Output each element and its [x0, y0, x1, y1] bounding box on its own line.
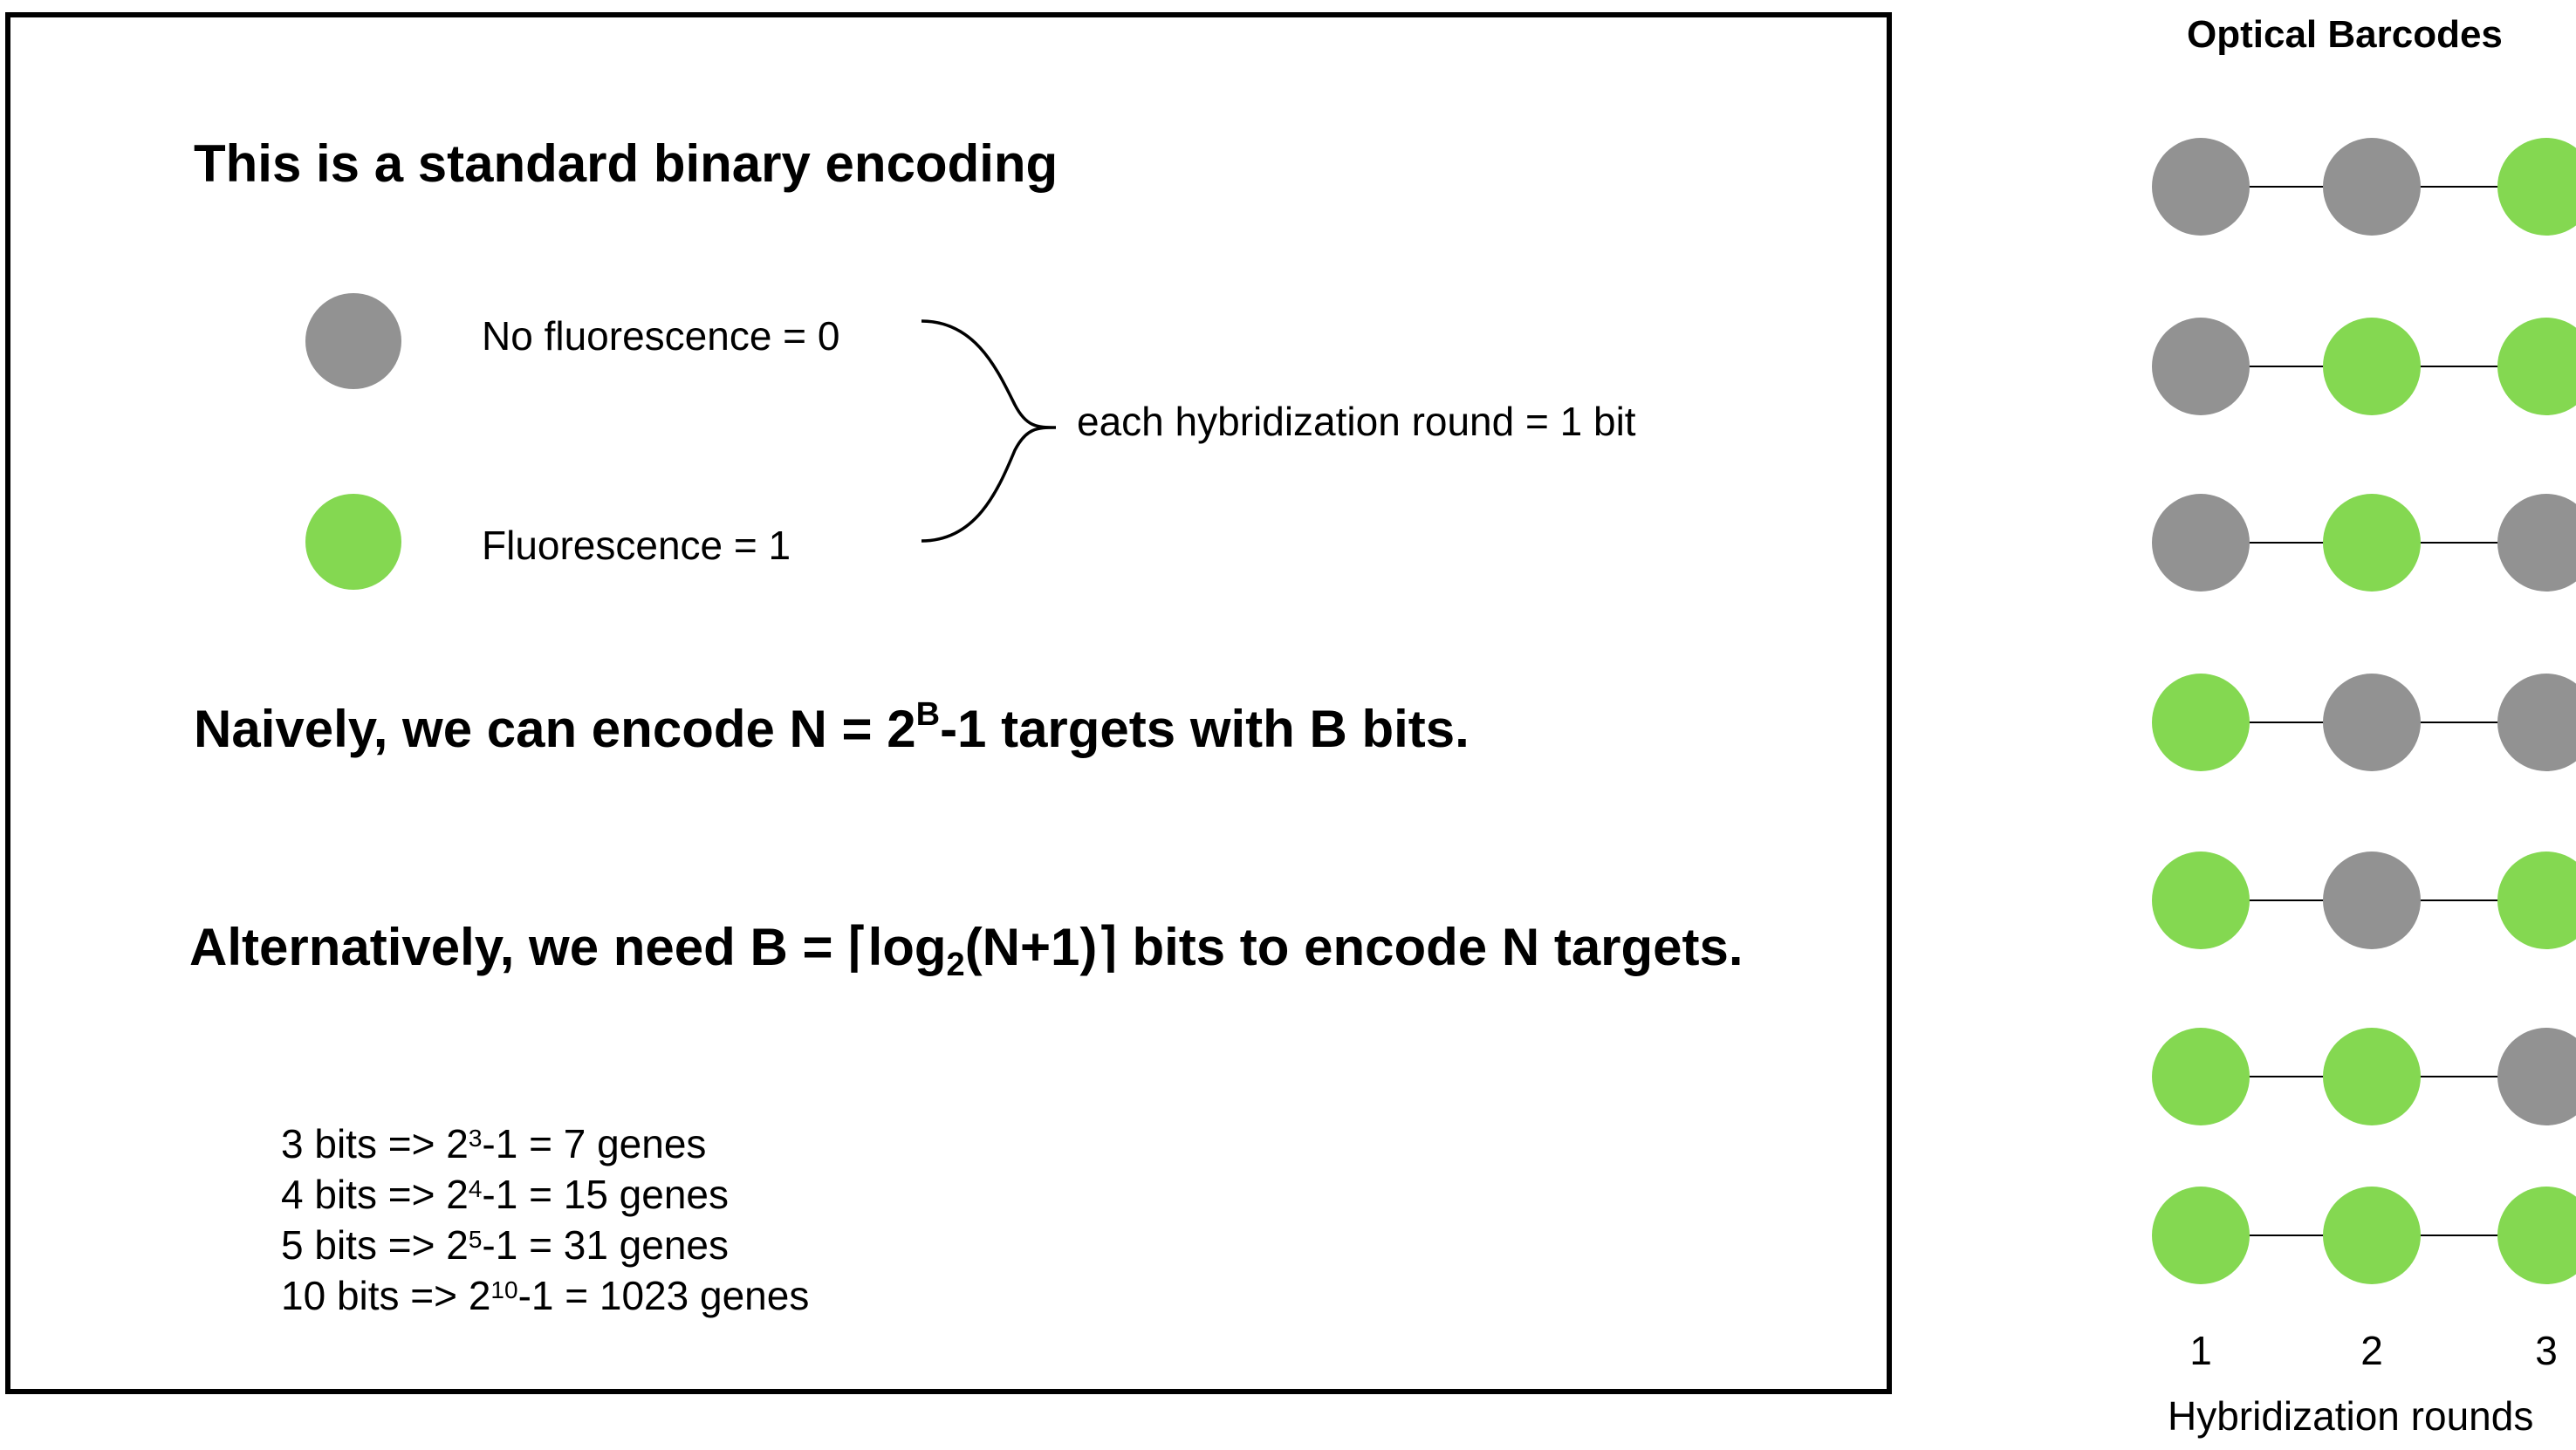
no-fluorescence-dot: [2323, 674, 2421, 771]
no-fluorescence-dot: [2497, 1028, 2576, 1125]
round-number: 1: [2189, 1328, 2212, 1373]
fluorescence-dot: [2497, 138, 2576, 236]
naive-exponent: B: [915, 696, 941, 733]
fluorescence-dot: [2323, 1028, 2421, 1125]
example-lead: 3 bits => 2: [281, 1121, 469, 1166]
example-exponent: 3: [468, 1125, 483, 1152]
alternative-statement: Alternatively, we need B = ⌈log2(N+1)⌉ b…: [189, 918, 1744, 982]
fluorescence-dot: [2152, 1187, 2250, 1284]
barcode-row: [2152, 1187, 2576, 1284]
example-rest: -1 = 31 genes: [482, 1222, 730, 1268]
alternative-suffix: (N+1)⌉ bits to encode N targets.: [964, 918, 1744, 976]
no-fluorescence-dot: [2152, 138, 2250, 236]
example-line: 3 bits => 23-1 = 7 genes: [281, 1118, 809, 1169]
fluorescence-dot: [2497, 852, 2576, 949]
example-rest: -1 = 15 genes: [482, 1172, 730, 1217]
barcodes-title: Optical Barcodes: [2187, 13, 2503, 56]
barcode-row: [2152, 674, 2576, 771]
examples-list: 3 bits => 23-1 = 7 genes 4 bits => 24-1 …: [281, 1118, 809, 1321]
fluorescence-dot: [2323, 494, 2421, 592]
panel-title: This is a standard binary encoding: [194, 134, 1058, 193]
example-lead: 5 bits => 2: [281, 1222, 469, 1268]
example-exponent: 5: [468, 1226, 483, 1253]
round-numbers: 1 2 3: [2189, 1328, 2558, 1373]
fluorescence-dot: [305, 494, 401, 590]
fluorescence-dot: [2497, 318, 2576, 415]
fluorescence-dot: [2152, 852, 2250, 949]
no-fluorescence-label: No fluorescence = 0: [482, 313, 840, 359]
barcode-rows: [2152, 138, 2576, 1284]
alternative-subscript: 2: [946, 947, 965, 983]
fluorescence-dot: [2323, 1187, 2421, 1284]
fluorescence-dot: [2323, 318, 2421, 415]
curly-brace: [921, 319, 1057, 543]
fluorescence-label: Fluorescence = 1: [482, 523, 791, 568]
barcode-row: [2152, 852, 2576, 949]
example-lead: 10 bits => 2: [281, 1273, 491, 1318]
round-bit-label: each hybridization round = 1 bit: [1077, 399, 1636, 444]
binary-encoding-panel: This is a standard binary encoding No fl…: [5, 12, 1892, 1394]
barcode-row: [2152, 494, 2576, 592]
barcode-row: [2152, 138, 2576, 236]
no-fluorescence-dot: [2497, 674, 2576, 771]
hybridization-rounds-label: Hybridization rounds: [2168, 1393, 2534, 1439]
round-number: 2: [2360, 1328, 2383, 1373]
example-line: 5 bits => 25-1 = 31 genes: [281, 1220, 809, 1270]
fluorescence-dot: [2497, 1187, 2576, 1284]
naive-prefix: Naively, we can encode N = 2: [194, 700, 916, 758]
example-exponent: 4: [468, 1175, 483, 1202]
no-fluorescence-dot: [2152, 318, 2250, 415]
round-number: 3: [2535, 1328, 2558, 1373]
naive-suffix: -1 targets with B bits.: [940, 700, 1470, 758]
example-rest: -1 = 7 genes: [482, 1121, 707, 1166]
example-exponent: 10: [490, 1276, 518, 1303]
no-fluorescence-dot: [2497, 494, 2576, 592]
example-line: 4 bits => 24-1 = 15 genes: [281, 1169, 809, 1220]
example-line: 10 bits => 210-1 = 1023 genes: [281, 1270, 809, 1321]
no-fluorescence-dot: [2152, 494, 2250, 592]
fluorescence-dot: [2152, 1028, 2250, 1125]
no-fluorescence-dot: [2323, 138, 2421, 236]
no-fluorescence-dot: [305, 293, 401, 389]
fluorescence-dot: [2152, 674, 2250, 771]
example-lead: 4 bits => 2: [281, 1172, 469, 1217]
barcode-row: [2152, 1028, 2576, 1125]
barcode-row: [2152, 318, 2576, 415]
no-fluorescence-dot: [2323, 852, 2421, 949]
barcode-grid: 1 2 3: [2152, 138, 2576, 1373]
example-rest: -1 = 1023 genes: [517, 1273, 810, 1318]
naive-statement: Naively, we can encode N = 2B-1 targets …: [194, 698, 1470, 758]
alternative-prefix: Alternatively, we need B = ⌈log: [189, 918, 947, 976]
